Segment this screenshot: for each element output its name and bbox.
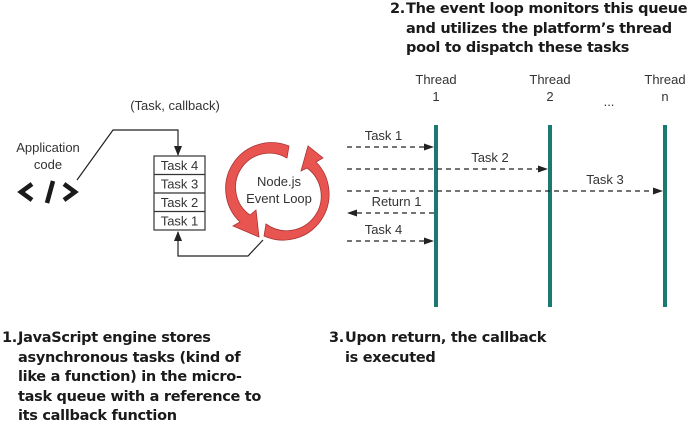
queue-item: Task 3 (161, 177, 199, 192)
step-1-text: JavaScript engine stores asynchronous ta… (18, 330, 262, 424)
queue-item: Task 4 (161, 158, 199, 173)
arrowhead-icon (424, 143, 434, 151)
message-arrow: Task 4 (347, 222, 434, 245)
step-3-number: 3. (329, 330, 344, 346)
step-2-text: The event loop monitors this queue and u… (406, 1, 688, 56)
event-loop-label-line1: Node.js (257, 174, 302, 189)
message-label: Task 4 (365, 222, 403, 237)
message-label: Return 1 (372, 194, 422, 209)
step-2-number: 2. (390, 1, 405, 17)
event-loop-label-line2: Event Loop (246, 191, 312, 206)
message-arrow: Task 2 (347, 150, 548, 173)
thread-n-lifeline (663, 125, 667, 307)
micro-task-queue: Task 4 Task 3 Task 2 Task 1 (153, 155, 206, 231)
app-code-label-line2: code (34, 157, 62, 172)
thread-1-label: Thread (415, 72, 456, 87)
message-arrow: Return 1 (347, 194, 434, 217)
code-brackets-icon (17, 180, 79, 204)
message-arrow: Task 1 (347, 128, 434, 151)
arrowhead-icon (424, 237, 434, 245)
enqueue-connector (76, 129, 182, 181)
message-label: Task 3 (586, 172, 624, 187)
arrowhead-icon (538, 165, 548, 173)
arrowhead-icon (347, 209, 357, 217)
queue-item: Task 2 (161, 195, 199, 210)
thread-2-lifeline (548, 125, 552, 307)
thread-1-lifeline (434, 125, 438, 307)
enqueue-label: (Task, callback) (130, 98, 220, 113)
threads-ellipsis: ... (604, 94, 615, 109)
event-loop-cycle-icon (225, 142, 330, 241)
step-1-number: 1. (2, 330, 17, 346)
arrowhead-icon (653, 187, 663, 195)
thread-n-label: Thread (644, 72, 685, 87)
thread-1-number: 1 (432, 89, 439, 104)
thread-2-label: Thread (529, 72, 570, 87)
message-label: Task 1 (365, 128, 403, 143)
thread-n-number: n (661, 89, 668, 104)
queue-item: Task 1 (161, 214, 199, 229)
message-label: Task 2 (471, 150, 509, 165)
message-arrow: Task 3 (347, 172, 663, 195)
app-code-label-line1: Application (16, 140, 80, 155)
step-2-note: 2. The event loop monitors this queue an… (390, 0, 689, 59)
step-1-note: 1. JavaScript engine stores asynchronous… (2, 329, 262, 427)
step-3-text: Upon return, the callback is executed (345, 330, 547, 366)
dequeue-connector (174, 231, 264, 257)
step-3-note: 3. Upon return, the callback is executed (329, 329, 549, 368)
thread-2-number: 2 (546, 89, 553, 104)
